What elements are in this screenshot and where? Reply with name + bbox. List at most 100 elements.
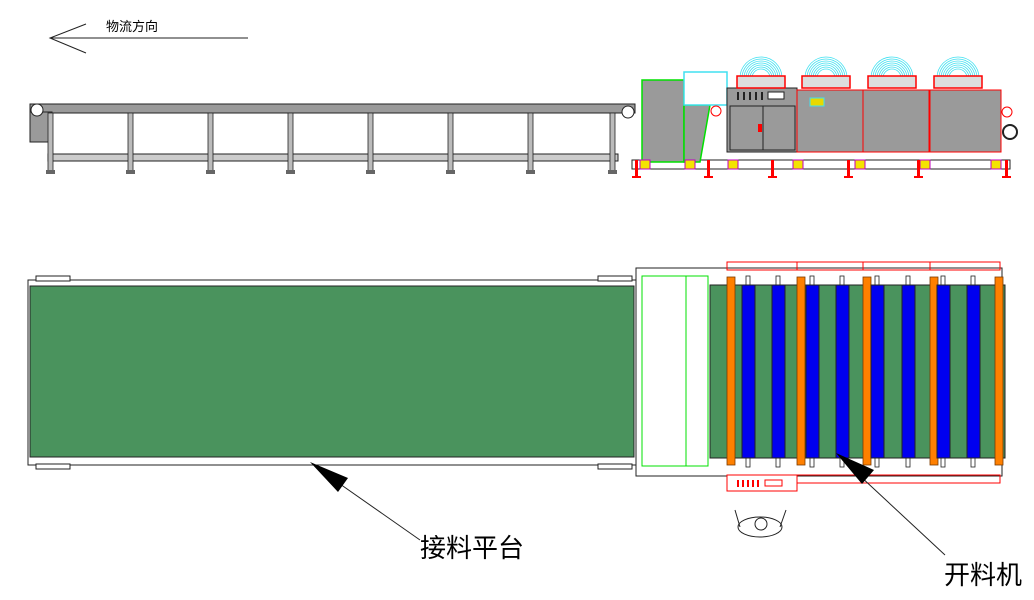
machine-anchor-base <box>844 176 853 178</box>
cabinet-handle <box>758 124 762 132</box>
machine-anchor-base <box>768 176 777 178</box>
hood-duct-arc <box>946 66 970 79</box>
side-conveyor-leg <box>127 112 134 173</box>
hopper <box>683 104 711 163</box>
cutting-machine-label: 开料机 <box>944 561 1023 591</box>
side-conveyor-leg <box>47 112 54 173</box>
platform-bearing <box>35 463 71 470</box>
operator-head <box>754 517 768 531</box>
machine-module <box>796 89 864 153</box>
machine-module <box>862 89 930 153</box>
side-conveyor-pulley-left <box>30 103 44 117</box>
hood-duct-arc <box>808 60 844 79</box>
hood-duct-arc <box>739 56 783 79</box>
hood-duct-arc <box>806 58 846 79</box>
side-conveyor-foot <box>46 170 55 174</box>
hood-duct-arc <box>940 60 976 79</box>
side-conveyor-foot <box>366 170 375 174</box>
side-conveyor-leg <box>447 112 454 173</box>
machine-warning-plate <box>809 97 825 107</box>
hood-duct-arc <box>810 62 842 79</box>
exit-roller-bottom <box>1002 124 1018 140</box>
hood-cover <box>801 75 851 89</box>
pressure-roller <box>870 284 885 459</box>
hood-duct-arc <box>878 64 906 79</box>
hood-cover <box>867 75 917 89</box>
cabinet-switch <box>743 92 745 100</box>
machine-anchor-base <box>632 176 641 178</box>
cabinet-switch <box>737 92 739 100</box>
platform-bearing <box>35 275 71 282</box>
heating-bar <box>726 276 736 466</box>
side-conveyor-pulley-right <box>621 105 635 119</box>
hood-duct-arc <box>942 62 974 79</box>
side-conveyor-leg <box>367 112 374 173</box>
machine-anchor-base <box>914 176 923 178</box>
platform-belt <box>29 285 635 458</box>
flow-arrow-head <box>48 23 87 54</box>
heating-bar <box>862 276 872 466</box>
panel-button <box>747 480 749 487</box>
cabinet-door-right <box>762 105 796 151</box>
infeed-box <box>641 79 685 163</box>
hood-duct-arc <box>936 56 980 79</box>
feed-roller <box>710 105 722 117</box>
side-conveyor-belt <box>29 103 636 114</box>
hood-duct-arc <box>747 64 775 79</box>
hood-duct-arc <box>804 56 848 79</box>
machine-foot-pad <box>854 159 866 170</box>
hood-cover <box>736 75 786 89</box>
side-conveyor-foot <box>286 170 295 174</box>
side-conveyor-leg <box>207 112 214 173</box>
hood-duct-arc <box>751 68 771 79</box>
cabinet-switch <box>755 92 757 100</box>
platform-leader-arrowhead <box>310 462 348 492</box>
hood-duct-arc <box>876 62 908 79</box>
transition-hopper <box>641 275 709 467</box>
machine-anchor-post <box>917 160 920 178</box>
panel-button <box>737 480 739 487</box>
receiving-platform-label: 接料平台 <box>420 534 525 564</box>
heating-bar <box>994 276 1004 466</box>
operator-arms <box>734 509 787 528</box>
panel-display <box>764 479 783 487</box>
platform-bearing <box>597 275 633 282</box>
pressure-roller <box>771 284 786 459</box>
machine-foot-pad <box>919 159 931 170</box>
hood-duct-arc <box>745 62 777 79</box>
operator-control-panel <box>726 474 798 492</box>
panel-button <box>742 480 744 487</box>
pressure-roller <box>741 284 756 459</box>
hood-duct-arc <box>948 68 968 79</box>
cutter-leader-arrowhead <box>836 453 874 484</box>
heating-bar <box>796 276 806 466</box>
cabinet-display <box>767 91 785 100</box>
pressure-roller <box>966 284 981 459</box>
hood-duct-arc <box>938 58 978 79</box>
machine-anchor-post <box>771 160 774 178</box>
hood-duct-arc <box>741 58 781 79</box>
side-conveyor-foot <box>526 170 535 174</box>
side-conveyor-leg <box>287 112 294 173</box>
machine-anchor-base <box>704 176 713 178</box>
hood-duct-arc <box>814 66 838 79</box>
side-conveyor-foot <box>126 170 135 174</box>
hood-duct-arc <box>743 60 779 79</box>
hood-duct-arc <box>816 68 836 79</box>
platform-bearing <box>597 463 633 470</box>
machine-anchor-base <box>1002 176 1011 178</box>
side-conveyor-leg <box>527 112 534 173</box>
machine-foot-pad <box>792 159 804 170</box>
pressure-roller <box>805 284 820 459</box>
hood-duct-arc <box>880 66 904 79</box>
panel-button <box>757 480 759 487</box>
cutter-belt <box>709 284 1006 459</box>
side-conveyor-leg <box>609 112 616 173</box>
hood-duct-arc <box>874 60 910 79</box>
pressure-roller <box>936 284 951 459</box>
machine-foot-pad <box>727 159 739 170</box>
machine-module <box>929 89 1002 153</box>
side-conveyor-foot <box>206 170 215 174</box>
cabinet-switch <box>761 92 763 100</box>
